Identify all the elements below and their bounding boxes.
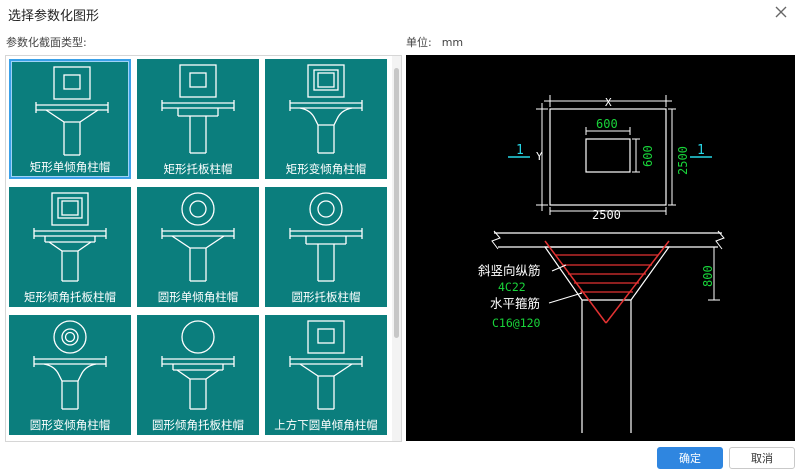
tile-shape-icon [33,320,107,410]
tile-label: 矩形单倾角柱帽 [29,160,111,174]
unit-label: 单位: [406,36,432,49]
tile-round-slope-plate[interactable]: 圆形倾角托板柱帽 [137,315,259,435]
tile-label: 圆形倾角托板柱帽 [152,418,244,432]
shape-gallery: 矩形单倾角柱帽 矩形托板柱帽 矩形变倾角柱帽矩形倾角托板柱帽 圆形单倾角柱帽 圆形托板柱… [5,55,402,442]
tile-label: 圆形变倾角柱帽 [29,418,111,432]
tile-label: 上方下圆单倾角柱帽 [274,418,378,432]
preview-drawing: X Y 600 600 2500 2500 1 1 [478,95,725,433]
dim-y-label: Y [536,150,543,163]
tile-label: 圆形托板柱帽 [291,290,361,304]
close-icon[interactable] [772,3,790,21]
plan-column-rect [585,138,631,173]
dim-x-label: X [605,96,612,109]
label-slant-rebar: 斜竖向纵筋 [478,263,541,278]
plan-outer-rect [549,108,667,206]
tile-square-top-round-bottom[interactable]: 上方下圆单倾角柱帽 [265,315,387,435]
tile-shape-icon [289,320,363,410]
unit-readout: 单位: mm [406,34,463,50]
cancel-button[interactable]: 取消 [729,447,795,469]
section-mark-right: 1 [697,143,705,158]
scrollbar-thumb[interactable] [394,68,399,338]
title-bar: 选择参数化图形 [0,0,800,26]
tile-round-plate[interactable]: 圆形托板柱帽 [265,187,387,307]
value-horiz-stirrup: C16@120 [492,316,541,330]
tile-label: 矩形托板柱帽 [163,162,233,176]
dim-outer-height: 2500 [676,146,690,175]
section-type-label: 参数化截面类型: [6,36,87,49]
tile-label: 圆形单倾角柱帽 [157,290,239,304]
tile-shape-icon [161,64,235,154]
dim-inner-height: 600 [641,145,655,167]
preview-canvas: X Y 600 600 2500 2500 1 1 [406,55,795,441]
dim-drop-height: 800 [701,265,715,287]
tile-rect-slope-plate[interactable]: 矩形倾角托板柱帽 [9,187,131,307]
tile-rect-plate[interactable]: 矩形托板柱帽 [137,59,259,179]
tile-shape-icon [161,320,235,410]
tile-round-variable-slope[interactable]: 圆形变倾角柱帽 [9,315,131,435]
tile-rect-single-slope[interactable]: 矩形单倾角柱帽 [9,59,131,179]
tile-shape-icon [289,192,363,282]
tile-shape-icon [289,64,363,154]
tile-round-single-slope[interactable]: 圆形单倾角柱帽 [137,187,259,307]
tile-label: 矩形变倾角柱帽 [285,162,367,176]
section-mark-left: 1 [516,143,524,158]
label-horiz-stirrup: 水平箍筋 [490,296,540,311]
value-slant-rebar: 4C22 [498,280,526,294]
tile-label: 矩形倾角托板柱帽 [24,290,116,304]
dim-inner-width: 600 [596,117,618,131]
tile-rect-variable-slope[interactable]: 矩形变倾角柱帽 [265,59,387,179]
ok-button[interactable]: 确定 [657,447,723,469]
tile-shape-icon [35,66,109,156]
gallery-scrollbar[interactable] [392,56,401,441]
tile-shape-icon [161,192,235,282]
unit-value: mm [441,36,464,49]
tile-shape-icon [33,192,107,282]
dim-outer-width: 2500 [592,208,621,222]
dialog-title: 选择参数化图形 [8,9,100,24]
